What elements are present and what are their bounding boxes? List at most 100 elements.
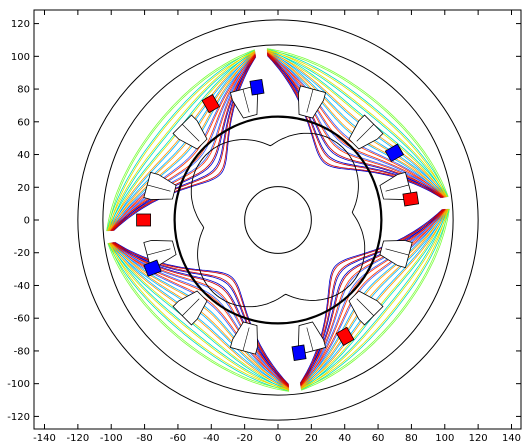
contour-line bbox=[106, 49, 255, 232]
rotor-poles bbox=[190, 132, 366, 308]
stator-outer-edge bbox=[102, 44, 454, 396]
contour-line bbox=[108, 51, 256, 232]
motor-geometry bbox=[77, 19, 479, 421]
contour-line bbox=[107, 50, 256, 232]
contour-line bbox=[301, 208, 450, 391]
contour-line bbox=[108, 242, 290, 391]
y-tick-label: 60 bbox=[17, 117, 30, 128]
contour-line bbox=[300, 208, 448, 389]
contour-line bbox=[300, 208, 448, 389]
y-tick-label: 20 bbox=[17, 183, 30, 194]
contour-line bbox=[300, 208, 447, 388]
contour-line bbox=[107, 50, 256, 232]
magnet bbox=[384, 143, 405, 163]
x-tick-label: 0 bbox=[275, 433, 281, 443]
y-tick-label: 120 bbox=[11, 19, 30, 30]
contour-line bbox=[108, 51, 256, 232]
stator-slot bbox=[143, 171, 177, 200]
x-tick-label: 40 bbox=[338, 433, 351, 443]
x-tick-label: 100 bbox=[435, 433, 454, 443]
x-tick-label: -40 bbox=[203, 433, 219, 443]
magnet bbox=[201, 93, 221, 114]
contour-line bbox=[110, 54, 256, 232]
contour-line bbox=[266, 51, 446, 198]
x-tick-label: -60 bbox=[170, 433, 186, 443]
x-axis: -140 -120 -100 -80 -60 -40 -20 0 20 40 60 80 100 120 1… bbox=[33, 10, 521, 443]
y-tick-label: -120 bbox=[7, 412, 30, 423]
air-gap bbox=[173, 115, 383, 325]
y-tick-label: 40 bbox=[17, 150, 30, 161]
contour-line bbox=[109, 242, 290, 390]
magnet bbox=[249, 78, 265, 96]
contour-line bbox=[300, 208, 448, 389]
contour-line bbox=[300, 208, 447, 388]
contour-line bbox=[109, 52, 256, 232]
stator-slot bbox=[348, 114, 384, 150]
contour-line bbox=[108, 242, 290, 391]
contour-line bbox=[109, 242, 290, 390]
magnet bbox=[291, 344, 307, 362]
contour-line bbox=[266, 50, 447, 198]
contour-line bbox=[300, 208, 450, 391]
contour-line bbox=[107, 50, 256, 232]
x-tick-label: -20 bbox=[236, 433, 252, 443]
contour-line bbox=[266, 52, 444, 198]
x-tick-label: 60 bbox=[372, 433, 385, 443]
y-tick-label: -40 bbox=[14, 281, 30, 292]
magnet bbox=[402, 191, 420, 207]
contour-line bbox=[266, 50, 447, 198]
contour-line bbox=[300, 209, 446, 387]
contour-line bbox=[300, 208, 449, 390]
stator-slot bbox=[172, 290, 208, 326]
magnet bbox=[335, 326, 355, 347]
x-tick-label: -140 bbox=[33, 433, 56, 443]
contour-line bbox=[108, 51, 256, 232]
x-tick-label: -100 bbox=[100, 433, 123, 443]
x-tick-label: -80 bbox=[136, 433, 152, 443]
contour-line bbox=[300, 208, 446, 386]
x-tick-label: 80 bbox=[405, 433, 418, 443]
y-tick-label: 100 bbox=[11, 52, 30, 63]
contour-line bbox=[266, 49, 448, 198]
contour-line bbox=[107, 242, 290, 392]
contour-line bbox=[266, 48, 449, 197]
y-tick-label: -20 bbox=[14, 248, 30, 259]
stator-slot bbox=[298, 85, 327, 119]
contour-line bbox=[109, 52, 256, 232]
contour-line bbox=[107, 243, 290, 392]
y-tick-label: -60 bbox=[14, 314, 30, 325]
contour-line bbox=[266, 48, 449, 198]
stator-slot bbox=[379, 240, 413, 269]
contour-line bbox=[300, 208, 446, 387]
stator-slot bbox=[229, 321, 258, 355]
contour-line bbox=[266, 51, 446, 198]
contour-line bbox=[109, 242, 290, 390]
y-tick-label: -80 bbox=[14, 346, 30, 357]
stator-slot bbox=[348, 290, 384, 326]
x-tick-label: 20 bbox=[305, 433, 318, 443]
x-tick-label: 140 bbox=[502, 433, 521, 443]
contour-line bbox=[106, 49, 256, 232]
contour-line bbox=[300, 208, 449, 390]
magnet bbox=[143, 259, 162, 277]
contour-line bbox=[267, 52, 445, 198]
y-tick-label: 80 bbox=[17, 85, 30, 96]
contour-line bbox=[111, 242, 289, 388]
contour-line bbox=[110, 53, 256, 232]
contour-line bbox=[108, 242, 290, 391]
y-tick-label: -100 bbox=[7, 379, 30, 390]
contour-line bbox=[266, 50, 447, 198]
outer-boundary bbox=[77, 19, 479, 421]
contour-line bbox=[266, 52, 445, 198]
contour-line bbox=[266, 49, 448, 198]
magnet bbox=[136, 213, 151, 227]
x-tick-label: -120 bbox=[67, 433, 90, 443]
contour-line bbox=[266, 49, 448, 198]
shaft bbox=[244, 186, 312, 254]
contour-line bbox=[110, 53, 256, 231]
stator-slot bbox=[172, 114, 208, 150]
x-tick-label: 120 bbox=[469, 433, 488, 443]
